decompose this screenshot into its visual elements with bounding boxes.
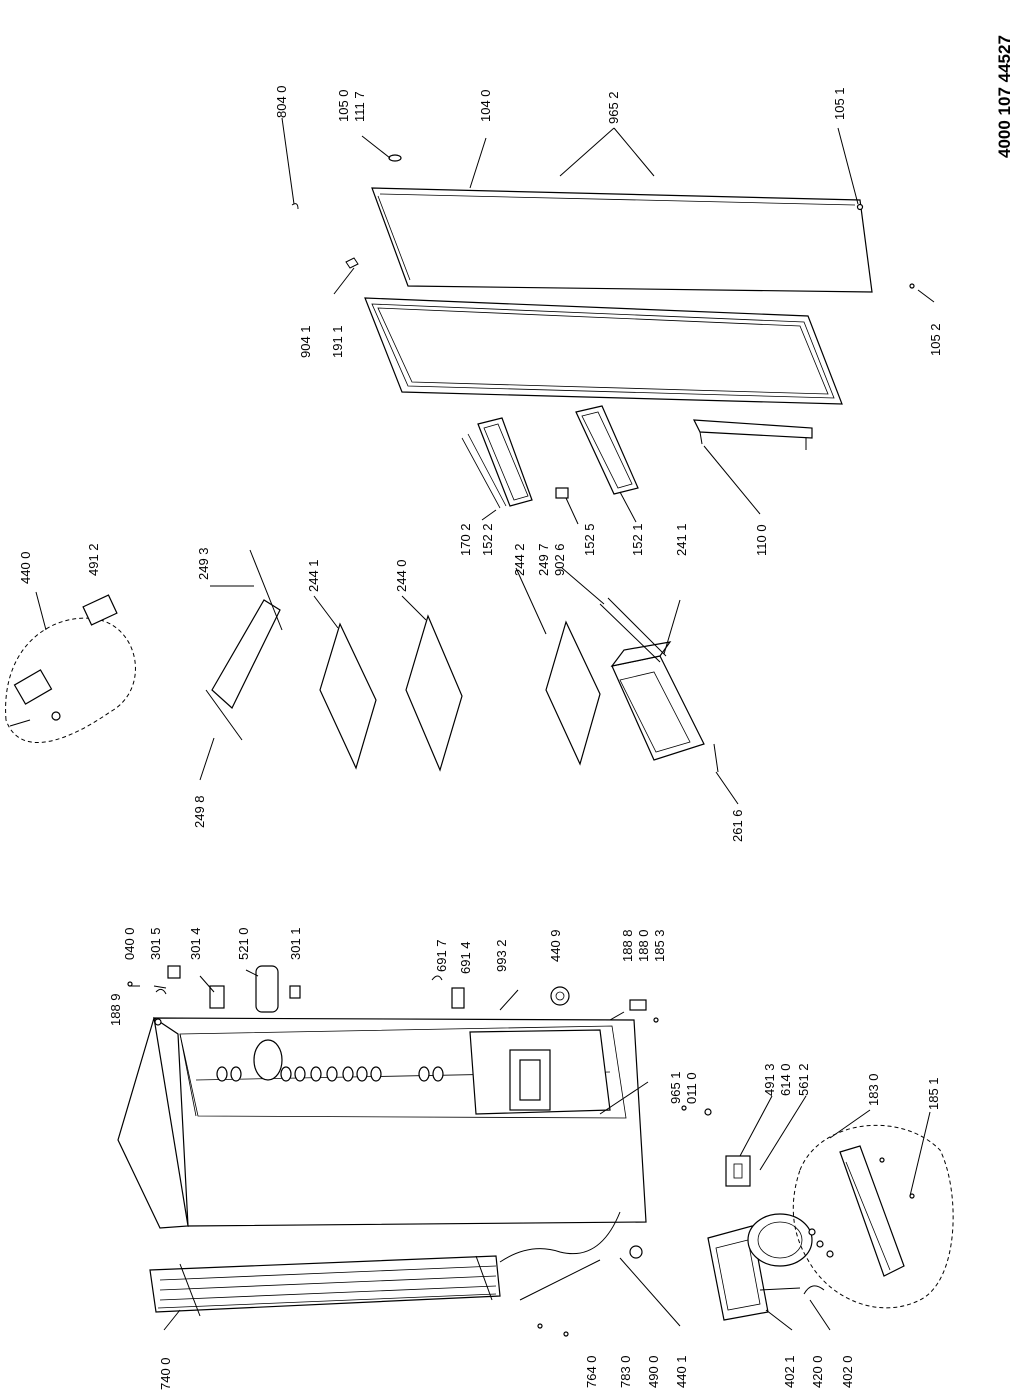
- door-balcony-lower: [555, 405, 639, 499]
- label-783-0: 783 0: [618, 1355, 633, 1388]
- door-panel: [371, 187, 873, 293]
- label-244-0: 244 0: [394, 559, 409, 592]
- label-965-2: 965 2: [606, 91, 621, 124]
- condenser-coil: [149, 1255, 501, 1317]
- part-labels: 804 0 105 0 111 7 104 0 965 2 105 1 904 …: [18, 85, 943, 1390]
- label-183-0: 183 0: [866, 1073, 881, 1106]
- tubing: [499, 1211, 643, 1337]
- label-249-7: 249 7: [536, 543, 551, 576]
- label-740-0: 740 0: [158, 1357, 173, 1390]
- door-handle: [692, 419, 813, 450]
- label-188-9: 188 9: [108, 993, 123, 1026]
- fan-kit-outline: [5, 594, 136, 743]
- label-902-6: 902 6: [552, 543, 567, 576]
- compressor: [747, 1213, 834, 1267]
- document-number: 4000 107 44527: [995, 35, 1014, 158]
- shelf-glass-3: [545, 620, 601, 766]
- label-152-2: 152 2: [480, 523, 495, 556]
- label-440-1: 440 1: [674, 1355, 689, 1388]
- shelf-glass-2: [405, 614, 463, 772]
- label-440-9: 440 9: [548, 929, 563, 962]
- control-parts: [127, 965, 301, 1026]
- label-185-1: 185 1: [926, 1077, 941, 1110]
- label-110-0: 110 0: [754, 524, 769, 556]
- shelf-top: [205, 549, 283, 741]
- label-440-0: 440 0: [18, 551, 33, 584]
- label-244-1: 244 1: [306, 559, 321, 592]
- label-804-0: 804 0: [274, 85, 289, 118]
- label-691-4: 691 4: [458, 941, 473, 974]
- door-hinge-pins: [291, 154, 915, 289]
- label-402-0: 402 0: [840, 1355, 855, 1388]
- capacitor-bracket: [725, 1155, 751, 1187]
- label-152-1: 152 1: [630, 523, 645, 556]
- label-249-8: 249 8: [192, 795, 207, 828]
- label-152-5: 152 5: [582, 523, 597, 556]
- thermostat-parts: [431, 975, 712, 1116]
- label-111-7: 111 7: [352, 91, 367, 122]
- label-170-2: 170 2: [458, 523, 473, 556]
- label-244-2: 244 2: [512, 543, 527, 576]
- label-249-3: 249 3: [196, 547, 211, 580]
- base-plate-area: [792, 1124, 954, 1309]
- label-490-0: 490 0: [646, 1355, 661, 1388]
- label-301-5: 301 5: [148, 927, 163, 960]
- label-188-8: 188 8: [620, 929, 635, 962]
- cabinet-control-vents: [216, 1039, 444, 1082]
- label-241-1: 241 1: [674, 523, 689, 556]
- label-614-0: 614 0: [778, 1063, 793, 1096]
- label-301-1: 301 1: [288, 927, 303, 960]
- label-301-4: 301 4: [188, 927, 203, 960]
- door-balcony-upper: [461, 417, 533, 509]
- label-261-6: 261 6: [730, 809, 745, 842]
- label-764-0: 764 0: [584, 1355, 599, 1388]
- label-521-0: 521 0: [236, 927, 251, 960]
- label-040-0: 040 0: [122, 927, 137, 960]
- label-104-0: 104 0: [478, 89, 493, 122]
- label-491-3: 491 3: [762, 1063, 777, 1096]
- shelf-glass-1: [319, 622, 377, 770]
- label-191-1: 191 1: [330, 325, 345, 358]
- label-420-0: 420 0: [810, 1355, 825, 1388]
- label-185-3: 185 3: [652, 929, 667, 962]
- label-993-2: 993 2: [494, 939, 509, 972]
- label-904-1: 904 1: [298, 325, 313, 358]
- leader-lines: [35, 117, 935, 1331]
- label-561-2: 561 2: [796, 1063, 811, 1096]
- label-011-0: 011 0: [684, 1072, 699, 1104]
- label-105-2: 105 2: [928, 323, 943, 356]
- label-188-0: 188 0: [636, 929, 651, 962]
- cabinet-bottom-compartment: [469, 1029, 611, 1115]
- label-105-1: 105 1: [832, 87, 847, 120]
- label-402-1: 402 1: [782, 1355, 797, 1388]
- label-491-2: 491 2: [86, 543, 101, 576]
- door-gasket: [364, 297, 843, 405]
- label-105-0: 105 0: [336, 89, 351, 122]
- crisper-drawer: [599, 597, 719, 773]
- label-691-7: 691 7: [434, 939, 449, 972]
- label-965-1: 965 1: [668, 1071, 683, 1104]
